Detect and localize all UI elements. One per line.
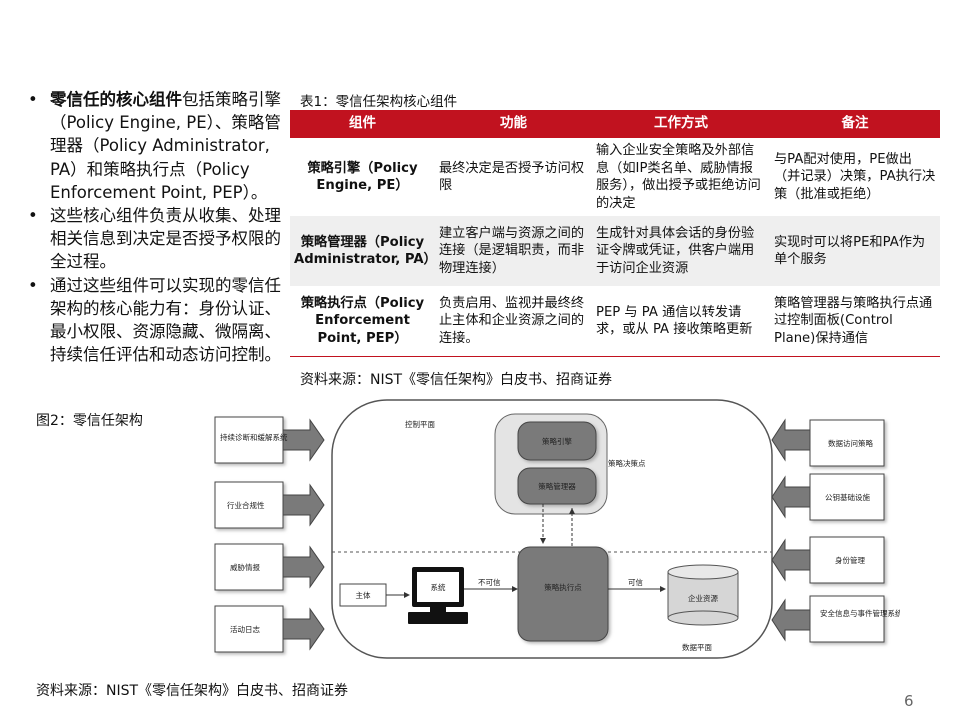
table-cell: 生成针对具体会话的身份验证令牌或凭证，供客户端用于访问企业资源 <box>592 216 770 286</box>
table-caption: 表1：零信任架构核心组件 <box>300 94 458 110</box>
page-number: 6 <box>904 692 914 710</box>
left-input-4 <box>214 605 325 653</box>
system-label: 系统 <box>431 582 446 592</box>
bullet-item: • 这些核心组件负责从收集、处理相关信息到决定是否授予权限的全过程。 <box>28 204 283 274</box>
policy-engine-box <box>517 421 597 461</box>
arrow-head <box>540 538 546 544</box>
enterprise-resource-label: 企业资源 <box>688 593 718 603</box>
subject-label: 主体 <box>356 590 371 600</box>
table-header: 备注 <box>770 110 940 138</box>
bullet-dot: • <box>28 275 38 295</box>
left-input-3 <box>214 543 325 591</box>
bullet-item: • 零信任的核心组件包括策略引擎（Policy Engine, PE）、策略管理… <box>28 88 283 204</box>
table-cell: 策略执行点（Policy Enforcement Point, PEP） <box>290 286 435 357</box>
left-input-label: 行业合规性 <box>227 500 265 510</box>
components-table: 组件 功能 工作方式 备注 策略引擎（Policy Engine, PE） 最终… <box>290 110 940 357</box>
table-cell: 策略管理器与策略执行点通过控制面板(Control Plane)保持通信 <box>770 286 940 357</box>
bullet-text: 这些核心组件负责从收集、处理相关信息到决定是否授予权限的全过程。 <box>50 206 281 272</box>
diagram-svg: 控制平面 数据平面 策略决策点 策略引擎 策略管理器 策略执行点 主体 系统 不… <box>214 399 903 659</box>
table-cell: 策略引擎（Policy Engine, PE） <box>307 160 418 194</box>
table-cell: 策略管理器（Policy Administrator, PA） <box>290 216 437 286</box>
database-icon <box>667 564 739 626</box>
bullet-text: 通过这些组件可以实现的零信任架构的核心能力有：身份认证、最小权限、资源隐藏、微隔… <box>50 275 281 365</box>
control-plane-label: 控制平面 <box>405 419 435 429</box>
data-plane-label: 数据平面 <box>682 642 712 652</box>
arrow-head <box>404 592 410 598</box>
pep-label: 策略执行点 <box>544 582 582 592</box>
figure-caption: 图2：零信任架构 <box>36 413 143 429</box>
table-source: 资料来源：NIST《零信任架构》白皮书、招商证券 <box>300 372 613 388</box>
right-input-1 <box>771 418 885 467</box>
right-input-label: 安全信息与事件管理系统 <box>820 608 900 618</box>
right-input-4 <box>771 595 885 643</box>
left-input-label: 持续诊断和缓解系统 <box>220 432 288 442</box>
arrow-head <box>569 508 575 514</box>
table-cell: 负责启用、监视并最终终止主体和企业资源之间的连接。 <box>435 286 592 357</box>
zero-trust-diagram: 控制平面 数据平面 策略决策点 策略引擎 策略管理器 策略执行点 主体 系统 不… <box>200 392 903 664</box>
table-cell: PEP 与 PA 通信以转发请求，或从 PA 接收策略更新 <box>592 286 770 357</box>
right-input-label: 身份管理 <box>835 555 865 565</box>
table-header-row: 组件 功能 工作方式 备注 <box>290 110 940 138</box>
left-input-1 <box>214 416 325 464</box>
table-row: 策略引擎（Policy Engine, PE） 最终决定是否授予访问权限 输入企… <box>290 138 940 216</box>
left-input-label: 活动日志 <box>230 624 260 634</box>
policy-engine-label: 策略引擎 <box>542 436 572 446</box>
computer-stand <box>430 607 446 612</box>
right-input-3 <box>771 536 885 584</box>
pdp-label: 策略决策点 <box>608 458 646 468</box>
computer-screen <box>417 572 459 602</box>
table-cell: 与PA配对使用，PE做出（并记录）决策，PA执行决策（批准或拒绝） <box>774 151 936 202</box>
right-input-2 <box>771 473 885 521</box>
arrow-head <box>512 586 518 592</box>
right-input-label: 公钥基础设施 <box>825 492 870 502</box>
policy-admin-box <box>517 467 597 505</box>
table-cell: 实现时可以将PE和PA作为单个服务 <box>770 216 940 286</box>
table-row: 策略执行点（Policy Enforcement Point, PEP） 负责启… <box>290 286 940 357</box>
policy-admin-label: 策略管理器 <box>538 481 576 491</box>
table-row: 策略管理器（Policy Administrator, PA） 建立客户端与资源… <box>290 216 940 286</box>
bullet-dot: • <box>28 206 38 226</box>
policy-enforcement-box <box>517 546 609 642</box>
untrusted-label: 不可信 <box>478 577 501 587</box>
table-cell: 输入企业安全策略及外部信息（如IP类名单、威胁情报服务），做出授予或拒绝访问的决… <box>596 143 761 211</box>
bullet-dot: • <box>28 90 38 109</box>
table-cell: 最终决定是否授予访问权限 <box>439 160 585 194</box>
trusted-label: 可信 <box>628 577 643 587</box>
right-input-label: 数据访问策略 <box>828 438 873 448</box>
keyboard-icon <box>408 612 468 624</box>
bullet-text: 包括策略引擎（Policy Engine, PE）、策略管理器（Policy A… <box>50 90 281 202</box>
arrow-head <box>660 586 666 592</box>
left-input-2 <box>214 481 325 529</box>
left-input-label: 威胁情报 <box>230 562 260 572</box>
table-header: 工作方式 <box>592 110 770 138</box>
bullet-bold: 零信任的核心组件 <box>50 90 182 109</box>
footer-source: 资料来源：NIST《零信任架构》白皮书、招商证券 <box>36 683 349 699</box>
bullet-item: • 通过这些组件可以实现的零信任架构的核心能力有：身份认证、最小权限、资源隐藏、… <box>28 274 283 367</box>
table-header: 功能 <box>435 110 592 138</box>
bullet-list: • 零信任的核心组件包括策略引擎（Policy Engine, PE）、策略管理… <box>28 88 283 366</box>
table-header: 组件 <box>290 110 435 138</box>
table-cell: 建立客户端与资源之间的连接（是逻辑职责，而非物理连接） <box>435 216 592 286</box>
